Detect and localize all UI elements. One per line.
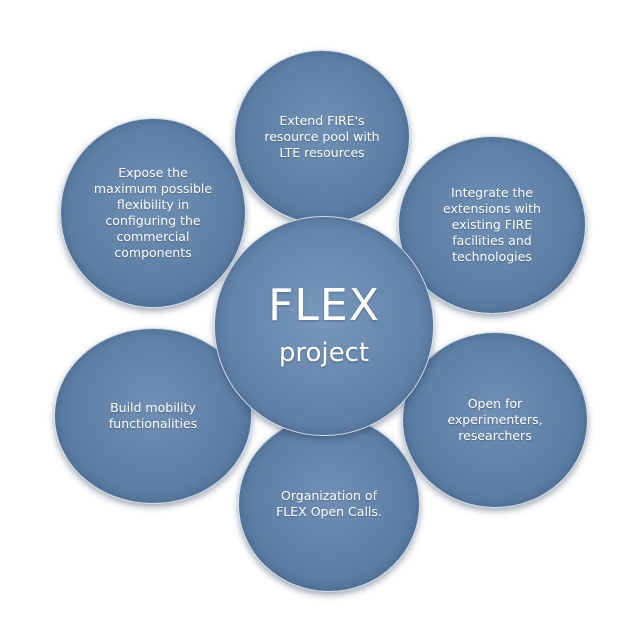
goal-text: Expose the maximum possible flexibility …	[93, 165, 213, 260]
goal-circle-extend-resources: Extend FIRE's resource pool with LTE res…	[234, 50, 410, 224]
center-subtitle: project	[278, 338, 370, 368]
goal-text: Organization of FLEX Open Calls.	[276, 488, 382, 519]
goal-circle-flexibility: Expose the maximum possible flexibility …	[60, 118, 246, 308]
goal-text: Open for experimenters, researchers	[447, 396, 543, 443]
goal-text: Extend FIRE's resource pool with LTE res…	[264, 113, 380, 160]
goal-text: Build mobility functionalities	[108, 400, 198, 431]
goal-circle-integrate: Integrate the extensions with existing F…	[398, 136, 586, 314]
center-circle-flex-project: FLEX project	[214, 216, 434, 436]
goal-circle-open-experimenters: Open for experimenters, researchers	[402, 332, 588, 508]
goal-circle-open-calls: Organization of FLEX Open Calls.	[238, 416, 420, 592]
center-title: FLEX	[268, 280, 380, 331]
goal-text: Integrate the extensions with existing F…	[443, 185, 541, 264]
